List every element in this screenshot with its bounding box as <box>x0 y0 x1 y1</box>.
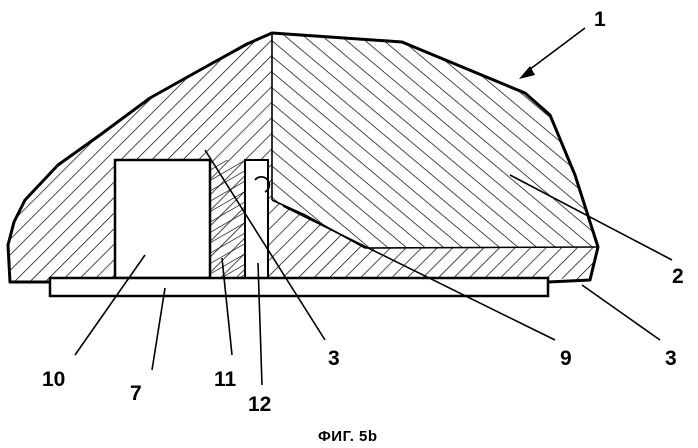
leader-7 <box>152 288 165 370</box>
figure-caption: ФИГ. 5b <box>318 428 378 445</box>
block-part-2 <box>272 33 598 248</box>
recess-10 <box>115 160 210 278</box>
label-9: 9 <box>560 347 572 370</box>
label-2: 2 <box>672 265 684 288</box>
label-7: 7 <box>130 382 142 405</box>
leader-1 <box>525 28 585 73</box>
label-12: 12 <box>248 393 271 416</box>
label-11: 11 <box>214 368 237 391</box>
insert-part-11 <box>210 160 245 278</box>
leader-3-right <box>582 285 660 340</box>
label-3-center: 3 <box>328 347 340 370</box>
label-10: 10 <box>42 368 65 391</box>
base-plate-7 <box>50 278 548 296</box>
label-3-right: 3 <box>665 347 677 370</box>
label-1: 1 <box>594 8 606 31</box>
